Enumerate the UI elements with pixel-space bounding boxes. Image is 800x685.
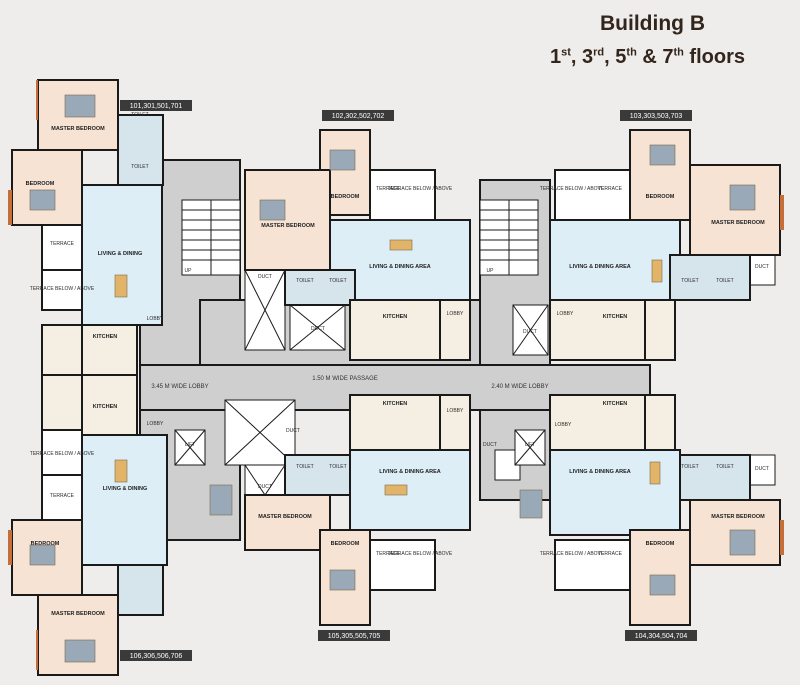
svg-text:MASTER BEDROOM: MASTER BEDROOM [258,514,312,520]
svg-text:TERRACE: TERRACE [376,186,401,192]
svg-text:TOILET: TOILET [716,278,733,284]
unit-tag-103: 103,303,503,703 [620,110,692,121]
svg-text:TERRACE BELOW / ABOVE: TERRACE BELOW / ABOVE [30,286,95,292]
unit-tag-106: 106,306,506,706 [120,650,192,661]
svg-text:TOILET: TOILET [681,278,698,284]
unit-tag-102: 102,302,502,702 [322,110,394,121]
svg-text:TOILET: TOILET [131,112,148,118]
svg-text:TERRACE BELOW / ABOVE: TERRACE BELOW / ABOVE [540,551,605,557]
room-labels: MASTER BEDROOM BEDROOM LIVING & DINING T… [26,112,769,617]
unit-104 [549,394,781,626]
svg-text:DUCT: DUCT [286,428,300,434]
svg-text:TOILET: TOILET [131,164,148,170]
svg-text:BEDROOM: BEDROOM [31,541,60,547]
svg-text:LOBBY: LOBBY [557,311,574,317]
svg-text:LIVING & DINING: LIVING & DINING [98,251,143,257]
svg-text:LOBBY: LOBBY [447,408,464,414]
svg-text:LIVING & DINING AREA: LIVING & DINING AREA [369,264,431,270]
ducts [224,254,776,526]
unit-105 [244,394,471,626]
svg-text:TERRACE BELOW / ABOVE: TERRACE BELOW / ABOVE [388,186,453,192]
building-title: Building B [600,12,705,35]
svg-text:UP: UP [185,268,193,274]
svg-text:KITCHEN: KITCHEN [603,314,627,320]
svg-text:KITCHEN: KITCHEN [383,314,407,320]
svg-text:BEDROOM: BEDROOM [646,541,675,547]
svg-text:MASTER BEDROOM: MASTER BEDROOM [51,611,105,617]
svg-text:DUCT: DUCT [258,274,272,280]
unit-tag-105: 105,305,505,705 [318,630,390,641]
svg-text:DUCT: DUCT [755,466,769,472]
right-lobby-label: 2.40 M WIDE LOBBY [491,384,548,390]
svg-text:DUCT: DUCT [483,442,497,448]
staircase-left [181,199,241,276]
svg-text:LIVING & DINING AREA: LIVING & DINING AREA [569,264,631,270]
svg-text:TOILET: TOILET [329,278,346,284]
svg-text:LIFT: LIFT [525,442,535,448]
svg-text:BEDROOM: BEDROOM [26,181,55,187]
staircase-right [479,199,539,276]
svg-text:TOILET: TOILET [296,464,313,470]
svg-text:BEDROOM: BEDROOM [331,194,360,200]
unit-tag-101: 101,301,501,701 [120,100,192,111]
svg-text:LIVING & DINING: LIVING & DINING [103,486,148,492]
svg-text:MASTER BEDROOM: MASTER BEDROOM [261,223,315,229]
svg-text:TERRACE BELOW / ABOVE: TERRACE BELOW / ABOVE [540,186,605,192]
svg-text:102,302,502,702: 102,302,502,702 [332,113,385,120]
svg-text:LOBBY: LOBBY [447,311,464,317]
balcony-railings [8,80,784,670]
svg-text:KITCHEN: KITCHEN [603,401,627,407]
svg-text:TERRACE: TERRACE [50,241,75,247]
lift-left [174,429,206,466]
svg-text:LOBBY: LOBBY [147,421,164,427]
svg-text:105,305,505,705: 105,305,505,705 [328,633,381,640]
svg-text:DUCT: DUCT [523,329,537,335]
svg-text:LOBBY: LOBBY [555,422,572,428]
svg-text:MASTER BEDROOM: MASTER BEDROOM [711,514,765,520]
svg-text:KITCHEN: KITCHEN [93,404,117,410]
svg-text:TERRACE BELOW / ABOVE: TERRACE BELOW / ABOVE [30,451,95,457]
svg-text:UP: UP [487,268,495,274]
left-lobby-label: 3.45 M WIDE LOBBY [151,384,208,390]
svg-text:101,301,501,701: 101,301,501,701 [130,103,183,110]
svg-text:MASTER BEDROOM: MASTER BEDROOM [711,220,765,226]
svg-text:LOBBY: LOBBY [147,316,164,322]
passage-label: 1.50 M WIDE PASSAGE [312,376,378,382]
svg-text:103,303,503,703: 103,303,503,703 [630,113,683,120]
svg-text:TOILET: TOILET [716,464,733,470]
unit-tag-104: 104,304,504,704 [625,630,697,641]
svg-text:DUCT: DUCT [258,484,272,490]
svg-text:KITCHEN: KITCHEN [383,401,407,407]
svg-text:LIFT: LIFT [185,442,195,448]
unit-102 [244,129,471,361]
unit-101 [11,79,164,376]
svg-text:TERRACE: TERRACE [598,551,623,557]
svg-text:TOILET: TOILET [296,278,313,284]
svg-text:KITCHEN: KITCHEN [93,334,117,340]
lift-right [514,429,546,466]
svg-text:106,306,506,706: 106,306,506,706 [130,653,183,660]
svg-text:TOILET: TOILET [329,464,346,470]
floors-subtitle: 1st, 3rd, 5th & 7th floors [550,46,745,68]
svg-text:TERRACE: TERRACE [598,186,623,192]
svg-text:LIVING & DINING AREA: LIVING & DINING AREA [379,469,441,475]
svg-text:TERRACE: TERRACE [376,551,401,557]
svg-text:DUCT: DUCT [311,326,325,332]
svg-text:TERRACE BELOW / ABOVE: TERRACE BELOW / ABOVE [388,551,453,557]
svg-text:BEDROOM: BEDROOM [331,541,360,547]
svg-text:LIVING & DINING AREA: LIVING & DINING AREA [569,469,631,475]
svg-text:TERRACE: TERRACE [50,493,75,499]
furniture [29,94,756,663]
svg-text:BEDROOM: BEDROOM [646,194,675,200]
svg-text:DUCT: DUCT [755,264,769,270]
svg-text:MASTER BEDROOM: MASTER BEDROOM [51,126,105,132]
svg-text:TOILET: TOILET [681,464,698,470]
svg-text:104,304,504,704: 104,304,504,704 [635,633,688,640]
